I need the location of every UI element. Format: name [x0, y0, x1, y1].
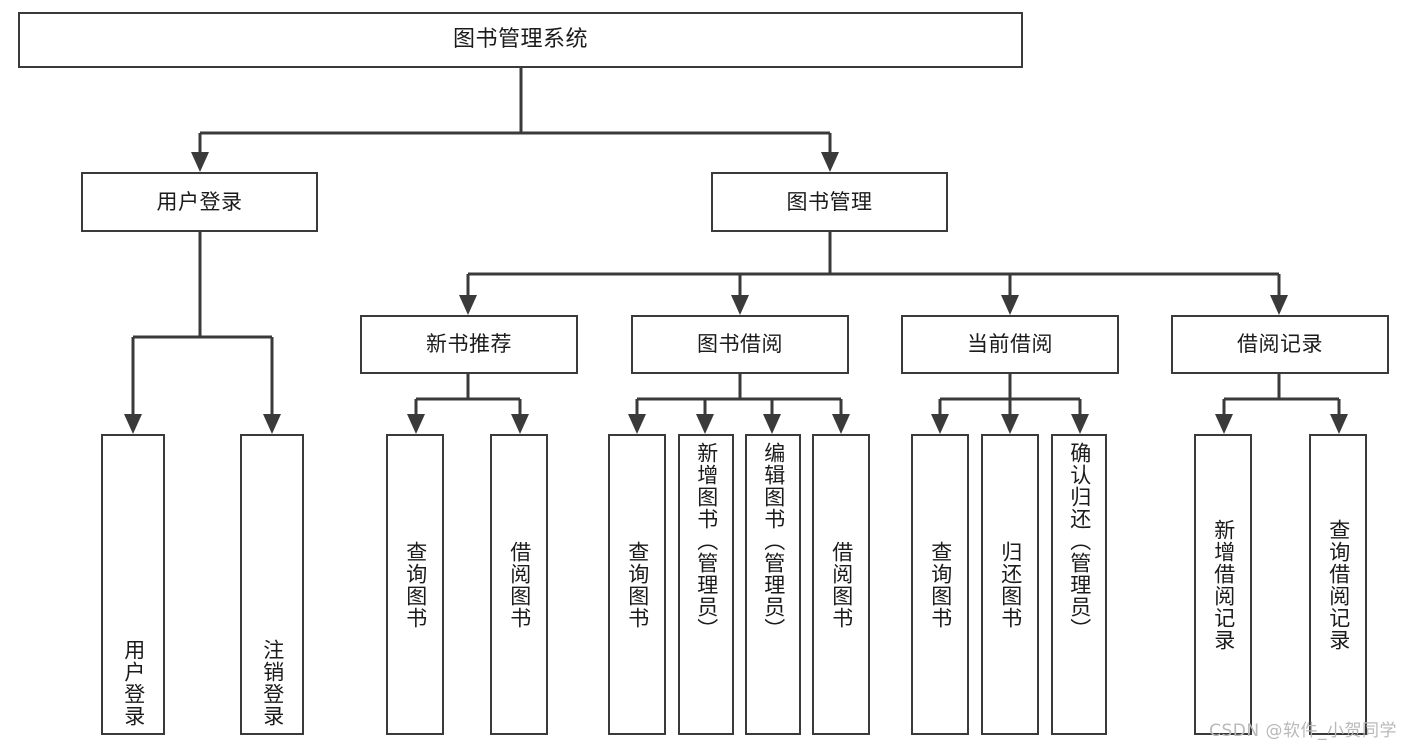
node-leaf-return-book[interactable]: 归还图书: [981, 434, 1039, 735]
watermark: CSDN @软件_小贺同学: [1209, 721, 1397, 741]
node-current-borrow[interactable]: 当前借阅: [901, 315, 1119, 374]
node-leaf-add-record[interactable]: 新增借阅记录: [1194, 434, 1252, 735]
node-label: 图书借阅: [697, 332, 783, 357]
node-leaf-logout-login[interactable]: 注销登录: [240, 434, 304, 735]
node-label: 图书管理系统: [452, 27, 588, 53]
node-label: 查询图书: [928, 540, 953, 629]
node-leaf-add-book[interactable]: 新增图书（管理员）: [678, 434, 734, 735]
node-leaf-query-book-2[interactable]: 查询图书: [608, 434, 666, 735]
node-borrow-record[interactable]: 借阅记录: [1171, 315, 1389, 374]
node-label: 查询图书: [625, 540, 650, 629]
node-leaf-user-login[interactable]: 用户登录: [101, 434, 165, 735]
node-leaf-borrow-book-2[interactable]: 借阅图书: [812, 434, 870, 735]
node-leaf-query-book-3[interactable]: 查询图书: [911, 434, 969, 735]
node-new-book-recommend[interactable]: 新书推荐: [360, 315, 578, 374]
node-label: 当前借阅: [967, 332, 1053, 357]
node-book-manage[interactable]: 图书管理: [711, 172, 948, 232]
node-label: 注销登录: [260, 639, 285, 727]
node-label: 归还图书: [998, 540, 1023, 629]
node-label: 新增图书（管理员）: [694, 442, 719, 640]
node-leaf-borrow-book-1[interactable]: 借阅图书: [490, 434, 548, 735]
node-leaf-query-book-1[interactable]: 查询图书: [386, 434, 444, 735]
node-root-system[interactable]: 图书管理系统: [18, 12, 1023, 68]
node-label: 用户登录: [121, 639, 146, 727]
node-leaf-query-record[interactable]: 查询借阅记录: [1309, 434, 1367, 735]
node-label: 编辑图书（管理员）: [761, 442, 786, 640]
node-label: 查询借阅记录: [1326, 518, 1351, 651]
node-label: 确认归还（管理员）: [1067, 442, 1092, 640]
node-label: 用户登录: [156, 189, 243, 214]
node-label: 新增借阅记录: [1211, 518, 1236, 651]
node-label: 借阅图书: [829, 540, 854, 629]
node-label: 新书推荐: [426, 332, 512, 357]
node-leaf-edit-book[interactable]: 编辑图书（管理员）: [745, 434, 801, 735]
node-book-borrow[interactable]: 图书借阅: [631, 315, 849, 374]
node-user-login[interactable]: 用户登录: [81, 172, 318, 232]
node-label: 图书管理: [786, 189, 873, 214]
node-leaf-confirm-return[interactable]: 确认归还（管理员）: [1051, 434, 1107, 735]
node-label: 借阅图书: [507, 540, 532, 629]
node-label: 借阅记录: [1237, 332, 1323, 357]
node-label: 查询图书: [403, 540, 428, 629]
